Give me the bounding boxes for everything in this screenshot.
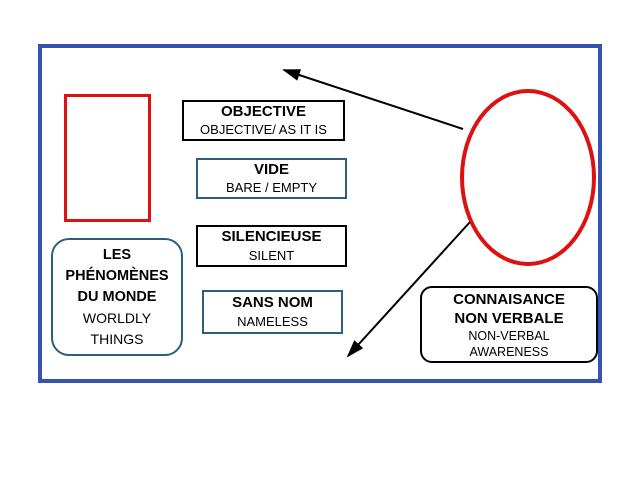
worldly-fr-line: PHÉNOMÈNES: [65, 267, 169, 284]
non-verbal-awareness-box: CONNAISANCE NON VERBALE NON-VERBAL AWARE…: [420, 286, 598, 363]
awareness-fr-line: CONNAISANCE: [453, 290, 565, 308]
objective-subtitle: OBJECTIVE/ AS IT IS: [200, 122, 327, 138]
vide-title: VIDE: [253, 160, 289, 178]
box-sans-nom: SANS NOM NAMELESS: [202, 290, 343, 334]
box-silencieuse: SILENCIEUSE SILENT: [196, 225, 347, 267]
worldly-fr-line: DU MONDE: [77, 288, 157, 305]
awareness-fr-line: NON VERBALE: [454, 309, 564, 327]
objective-title: OBJECTIVE: [220, 102, 307, 120]
worldly-en-line: THINGS: [90, 330, 144, 347]
sans-nom-subtitle: NAMELESS: [237, 313, 308, 329]
awareness-en-line: NON-VERBAL: [468, 328, 550, 343]
box-vide: VIDE BARE / EMPTY: [196, 158, 347, 199]
box-objective: OBJECTIVE OBJECTIVE/ AS IT IS: [182, 100, 345, 141]
silencieuse-title: SILENCIEUSE: [221, 228, 322, 245]
worldly-things-box: LES PHÉNOMÈNES DU MONDE WORLDLY THINGS: [51, 238, 183, 356]
red-ellipse: [460, 89, 596, 266]
red-rectangle: [64, 94, 151, 222]
worldly-fr-line: LES: [102, 246, 132, 263]
vide-subtitle: BARE / EMPTY: [225, 180, 318, 196]
worldly-en-line: WORLDLY: [82, 309, 152, 326]
silencieuse-subtitle: SILENT: [248, 247, 295, 263]
sans-nom-title: SANS NOM: [232, 294, 313, 311]
awareness-en-line: AWARENESS: [469, 344, 549, 359]
